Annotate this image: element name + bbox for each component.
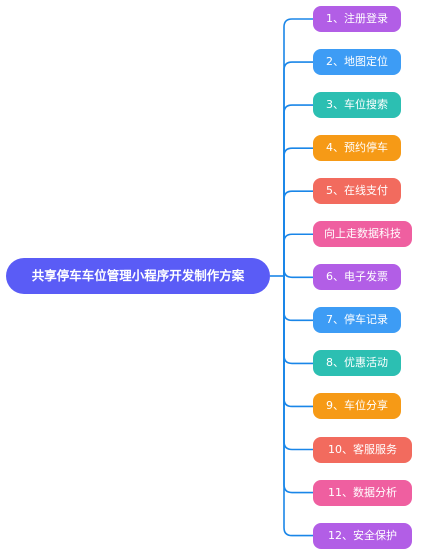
branch-connector <box>283 104 313 276</box>
branch-node[interactable]: 6、电子发票 <box>313 264 401 291</box>
branch-connector <box>283 276 313 494</box>
branch-node[interactable]: 11、数据分析 <box>313 479 412 506</box>
branch-node[interactable]: 2、地图定位 <box>313 49 401 76</box>
branch-node[interactable]: 9、车位分享 <box>313 393 401 420</box>
branch-connector <box>283 276 313 537</box>
branch-connector <box>283 276 313 322</box>
branch-connector <box>283 147 313 276</box>
branch-node[interactable]: 12、安全保护 <box>313 522 412 549</box>
branch-node[interactable]: 3、车位搜索 <box>313 92 401 119</box>
branch-node[interactable]: 10、客服服务 <box>313 436 412 463</box>
branch-node[interactable]: 8、优惠活动 <box>313 350 401 377</box>
branch-node[interactable]: 向上走数据科技 <box>313 221 412 248</box>
branch-connector <box>283 18 313 276</box>
branch-node[interactable]: 7、停车记录 <box>313 307 401 334</box>
branch-connector <box>283 233 313 276</box>
root-topic[interactable]: 共享停车车位管理小程序开发制作方案 <box>6 258 270 294</box>
branch-node[interactable]: 4、预约停车 <box>313 135 401 162</box>
branch-connector <box>283 190 313 276</box>
branch-node[interactable]: 5、在线支付 <box>313 178 401 205</box>
branch-connector <box>283 269 313 279</box>
branch-node[interactable]: 1、注册登录 <box>313 6 401 32</box>
branch-connector <box>283 276 313 408</box>
branch-connector <box>283 61 313 276</box>
